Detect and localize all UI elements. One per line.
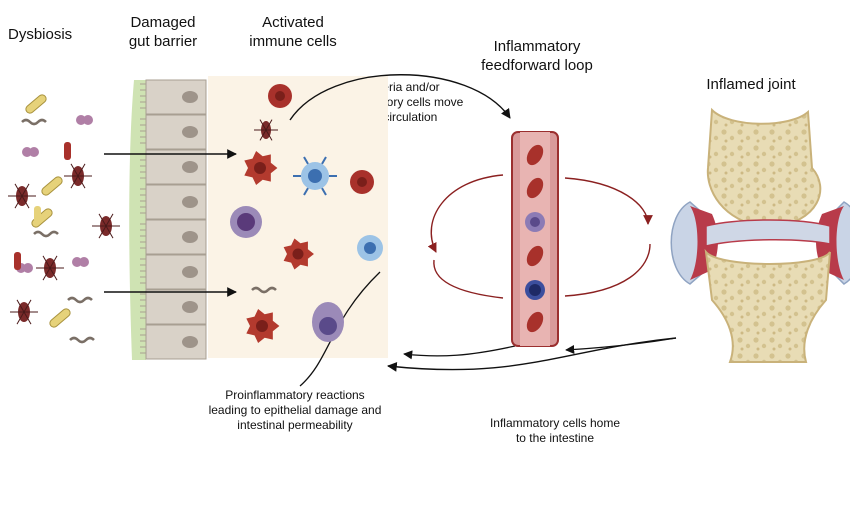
homing-annotation-line1: Inflammatory cells home (489, 416, 621, 430)
activated-immune-cells-label: Activated immune cells (228, 14, 358, 52)
homing-annotation-line2: to the intestine (515, 431, 595, 445)
vessel-to-gut-arrow (403, 345, 516, 360)
mucus-layer (129, 80, 146, 360)
flagellated-bacterium (64, 163, 92, 189)
circulation-arrow (289, 74, 511, 121)
epithelial-cell (140, 324, 207, 360)
rod-bacterium (41, 176, 63, 196)
spirochete-bacterium (251, 286, 277, 294)
dysbiosis-bacteria (8, 94, 120, 344)
rod-bacterium (31, 208, 53, 228)
feedforward-loop-label: Inflammatory feedforward loop (462, 38, 612, 76)
gut-epithelium (129, 79, 207, 360)
rod-bacterium (49, 308, 71, 328)
activated-immune-cells (230, 84, 383, 343)
neutrophil-cell (230, 206, 262, 238)
feedforward-arrow-left-bottom (433, 259, 504, 299)
blood-vessel (511, 131, 559, 347)
activated-immune-cells-line1: Activated (262, 14, 324, 31)
rod-bacterium (25, 94, 47, 114)
coccus-bacterium (76, 115, 93, 125)
macrophage-cell (293, 156, 337, 196)
cartilage-band (705, 219, 831, 247)
epithelial-cell (140, 114, 207, 150)
flagellated-bacterium (92, 213, 120, 239)
epithelial-cell (140, 149, 207, 185)
joint-to-vessel-arrow (565, 337, 677, 355)
spirochete-bacterium (69, 336, 95, 344)
rod-bacterium (34, 206, 41, 224)
spirochete-bacterium (33, 230, 59, 238)
lymphocyte-cell (357, 235, 383, 261)
dendritic-cell (283, 238, 314, 270)
proinflammatory-annotation-line1: Proinflammatory reactions (225, 388, 365, 402)
coccus-bacterium (22, 147, 39, 157)
damaged-gut-barrier-line1: Damaged (130, 14, 196, 31)
red-blood-cell (526, 177, 544, 199)
dendritic-cell (244, 151, 278, 185)
dysbiosis-label: Dysbiosis (8, 26, 73, 43)
epithelial-cell (140, 289, 207, 325)
feedforward-loop-line1: Inflammatory (493, 38, 581, 55)
damaged-gut-barrier-line2: gut barrier (128, 32, 198, 50)
feedforward-arrow-right-bottom (564, 243, 651, 297)
spirochete-bacterium (67, 296, 93, 304)
epithelial-cell (140, 184, 207, 220)
upper-bone (706, 107, 822, 230)
epithelial-cell (140, 254, 207, 290)
damaged-gut-barrier-label: Damaged gut barrier (108, 14, 218, 52)
inflamed-joint (670, 107, 850, 363)
epithelial-cell (140, 219, 207, 255)
feedforward-arrow-left (427, 174, 504, 253)
dendritic-cell (246, 309, 280, 343)
flagellated-bacterium (10, 299, 38, 325)
feedforward-loop-line2: feedforward loop (481, 56, 593, 74)
red-blood-cell (526, 144, 544, 166)
coccus-bacterium (72, 257, 89, 267)
translocated-bacterium (254, 119, 278, 141)
red-blood-cell (526, 245, 544, 267)
homing-annotation: Inflammatory cells home to the intestine (480, 416, 630, 446)
rod-bacterium (14, 252, 21, 270)
flagellated-bacterium (8, 183, 36, 209)
rod-bacterium (64, 142, 71, 160)
red-blood-cell (526, 311, 544, 333)
spirochete-bacterium (21, 118, 47, 126)
inflamed-joint-label: Inflamed joint (706, 76, 796, 93)
proinflammatory-annotation-line2: leading to epithelial damage and (208, 403, 382, 417)
activated-immune-cells-line2: immune cells (249, 32, 337, 50)
lower-bone (704, 248, 831, 363)
proinflammatory-annotation-line3: intestinal permeability (237, 418, 353, 432)
feedforward-arrow-right-top (564, 177, 653, 225)
plasma-cell (312, 302, 344, 342)
epithelial-cell (140, 79, 207, 115)
proinflammatory-annotation: Proinflammatory reactions leading to epi… (190, 388, 400, 433)
flagellated-bacterium (36, 255, 64, 281)
